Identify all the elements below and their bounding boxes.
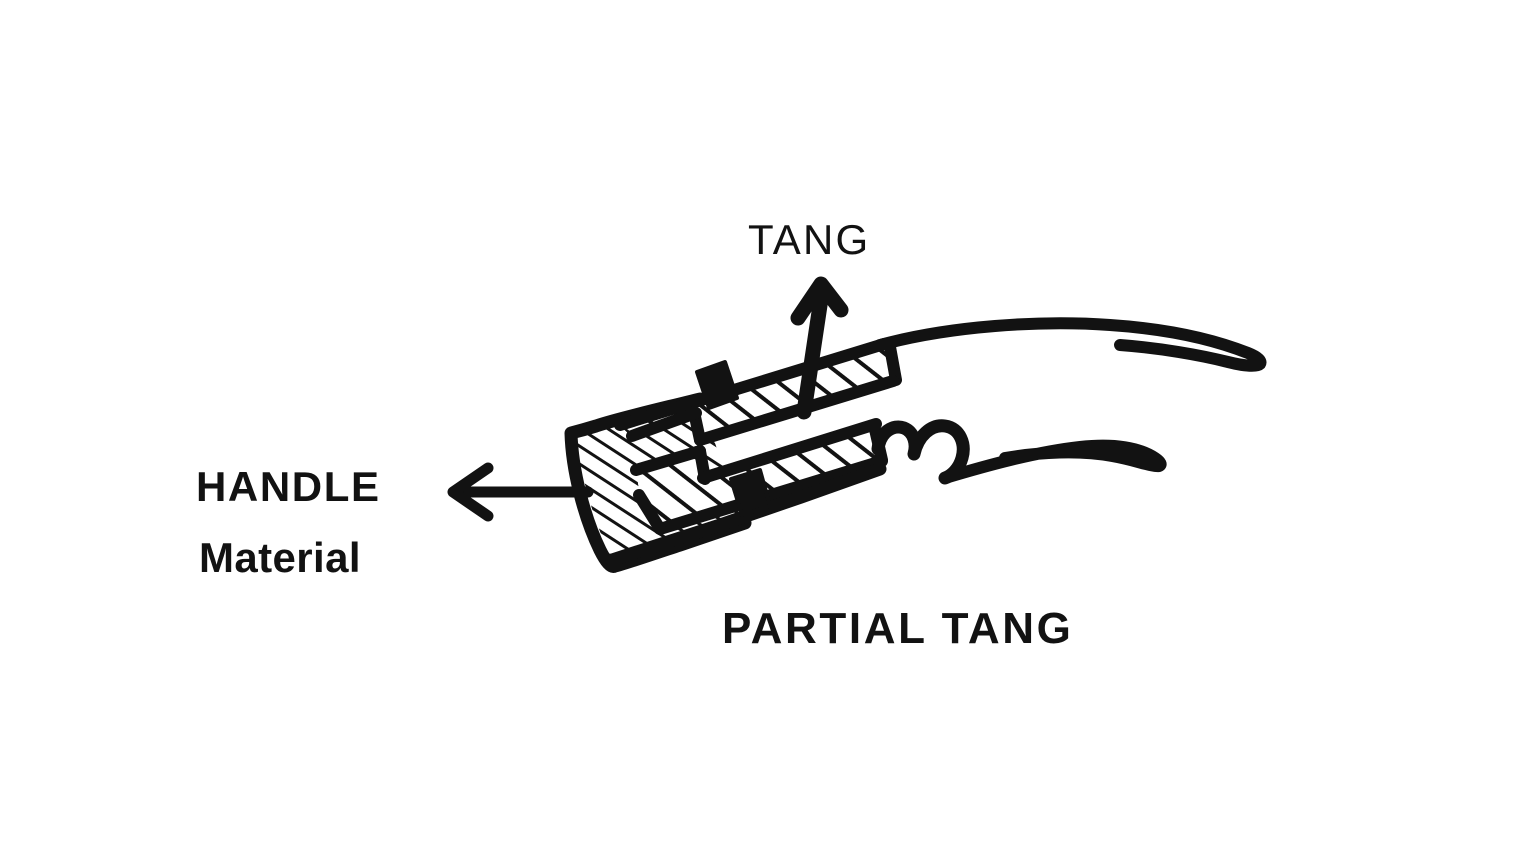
finger-choil-notch <box>871 419 970 485</box>
tang-arrow-head <box>790 276 849 326</box>
label-handle-material: Material <box>199 534 361 581</box>
label-tang: TANG <box>748 216 871 263</box>
handle-rivet-bottom <box>729 468 772 517</box>
tang-arrow <box>790 276 849 420</box>
handle-lower-contour <box>605 462 887 567</box>
label-partial-tang: PARTIAL TANG <box>722 604 1074 653</box>
handle-rivet-top <box>695 360 739 410</box>
label-handle: HANDLE <box>196 463 381 510</box>
handle-arrow-head <box>447 462 494 522</box>
hatched-tang-upper <box>614 338 902 446</box>
blade-spine <box>874 317 1267 372</box>
blade-cutting-edge <box>939 439 1167 484</box>
handle-arrow <box>447 462 594 522</box>
